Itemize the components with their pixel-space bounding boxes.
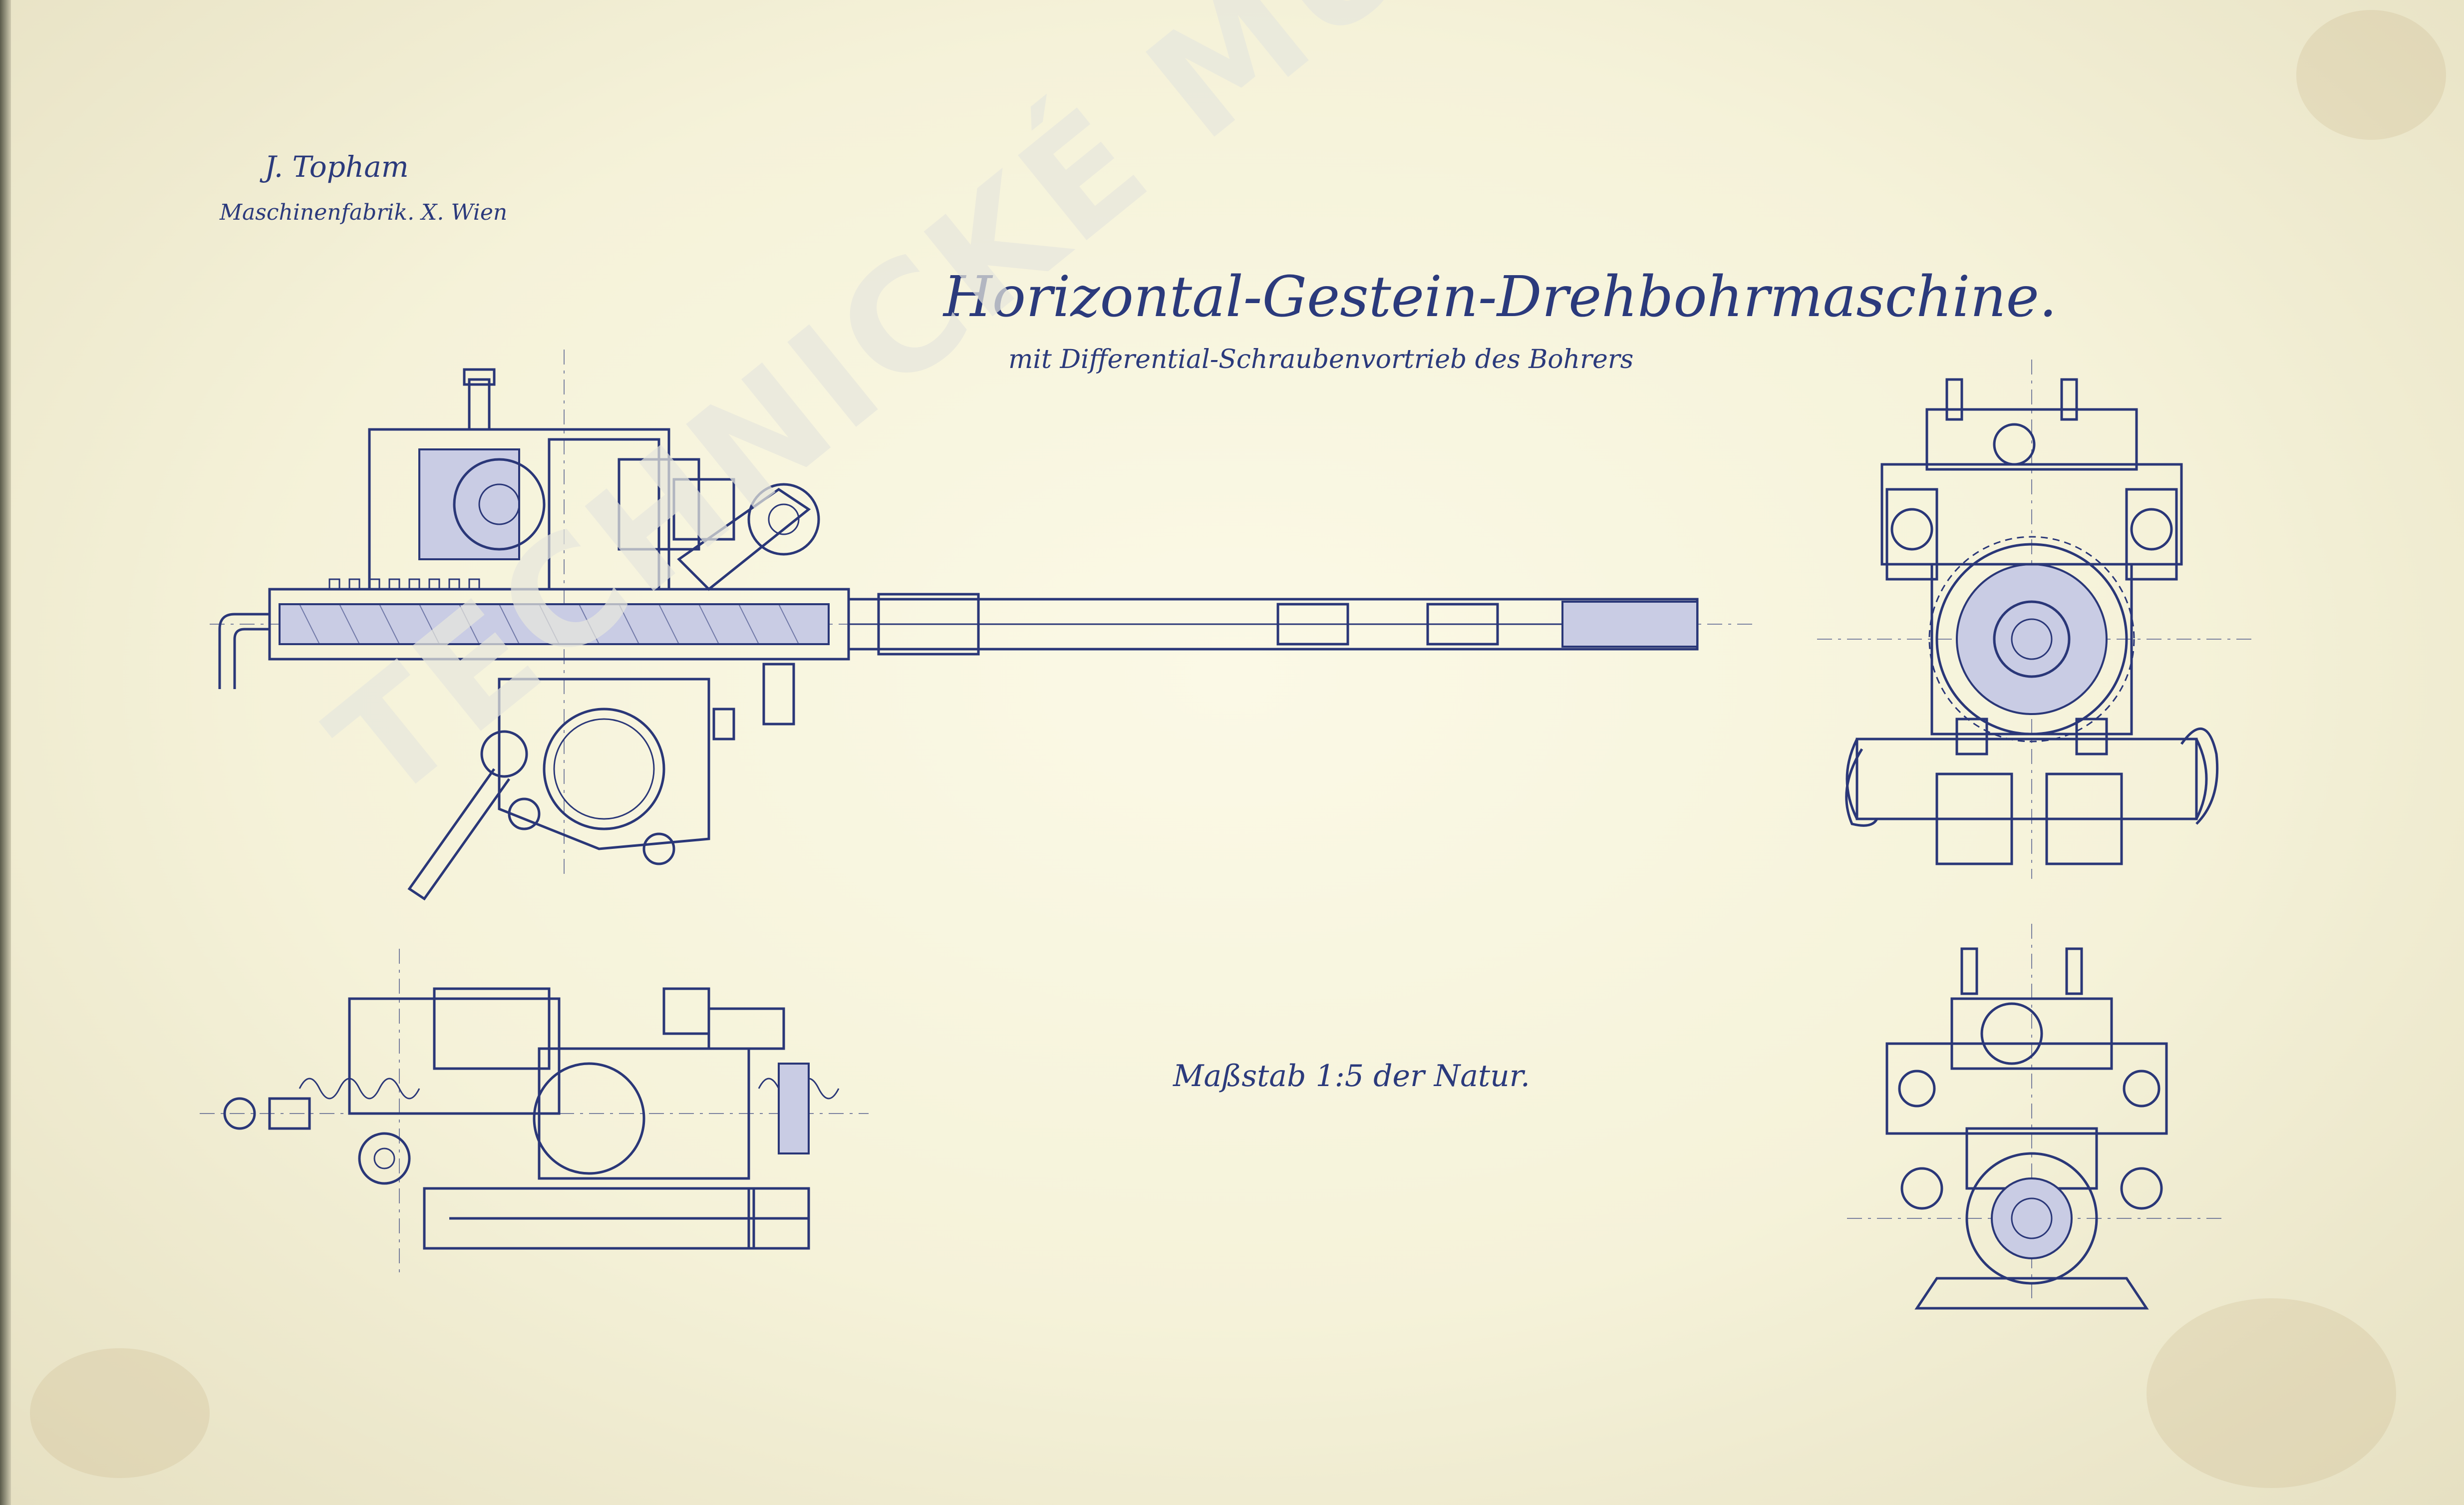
rear-elevation-view — [1847, 924, 2226, 1310]
maker-address: Maschinenfabrik. X. Wien — [220, 200, 508, 225]
drawing-subtitle: mit Differential-Schraubenvortrieb des B… — [1008, 345, 1634, 375]
front-elevation-view — [1817, 360, 2256, 879]
drawing-title: Horizontal-Gestein-Drehbohrmaschine. — [943, 265, 2057, 330]
side-elevation-view — [210, 350, 1757, 901]
paper-stain — [2147, 1298, 2396, 1488]
paper-stain — [30, 1348, 210, 1478]
plan-view — [200, 949, 869, 1278]
sheet-edge — [0, 0, 11, 1505]
maker-name: J. Topham — [265, 150, 409, 184]
scale-note: Maßstab 1:5 der Natur. — [1173, 1059, 1530, 1094]
paper-stain — [2296, 10, 2446, 140]
